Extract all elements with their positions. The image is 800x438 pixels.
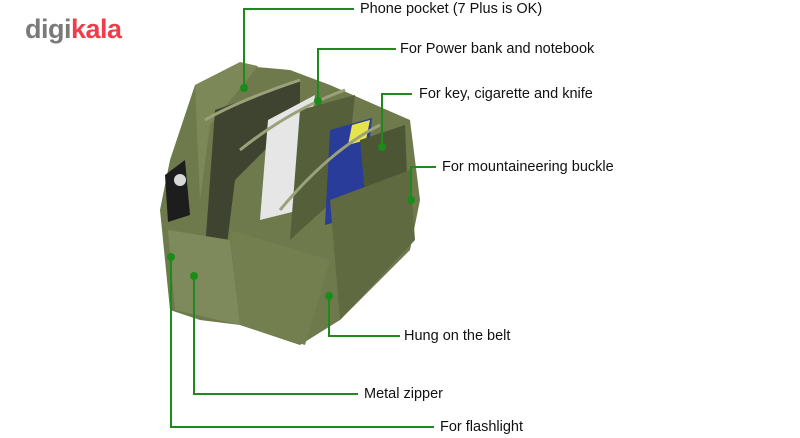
- callout-lines: [170, 8, 436, 428]
- callout-phone-pocket: Phone pocket (7 Plus is OK): [360, 1, 543, 17]
- callout-belt: Hung on the belt: [404, 328, 511, 344]
- callout-dots: [167, 84, 415, 300]
- callout-key-pocket: For key, cigarette and knife: [419, 86, 593, 102]
- callout-zipper: Metal zipper: [364, 386, 443, 402]
- callout-power-bank: For Power bank and notebook: [400, 41, 595, 57]
- tactical-pouch: [160, 62, 420, 345]
- digikala-logo: digikala: [25, 14, 122, 44]
- callout-flashlight: For flashlight: [440, 419, 524, 435]
- callout-buckle: For mountaineering buckle: [442, 159, 614, 175]
